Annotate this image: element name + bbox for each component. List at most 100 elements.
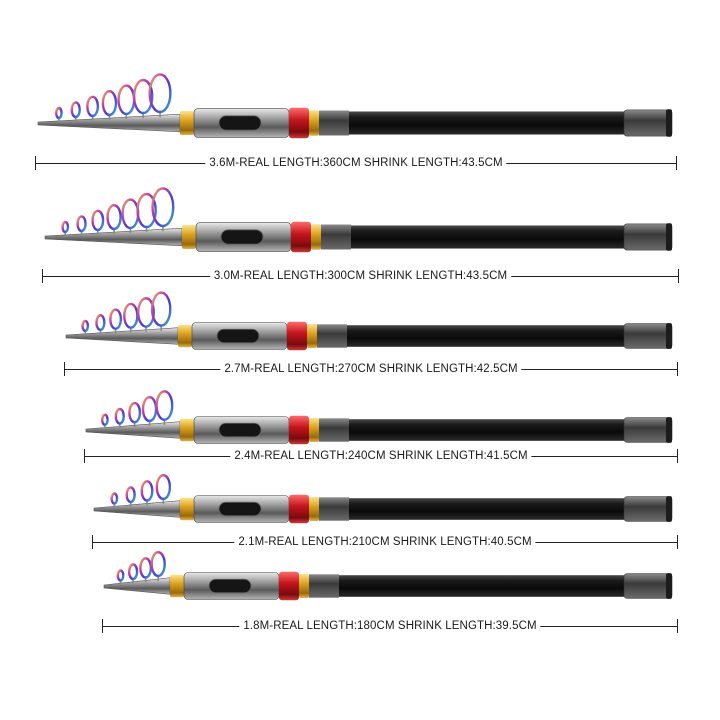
- line-guide-ring: [136, 297, 156, 328]
- fishing-rod-2-1m: [93, 473, 673, 524]
- rod-row-3-0m: 3.0M-REAL LENGTH:300CM SHRINK LENGTH:43.…: [0, 175, 720, 285]
- length-measure-line: 3.6M-REAL LENGTH:360CM SHRINK LENGTH:43.…: [35, 155, 677, 171]
- line-guide-ring: [132, 78, 154, 115]
- rod-length-label: 3.0M-REAL LENGTH:300CM SHRINK LENGTH:43.…: [209, 268, 512, 284]
- metal-collar: [319, 497, 349, 521]
- line-guide-ring: [123, 302, 139, 329]
- line-guide-ring: [100, 413, 109, 426]
- rod-tip-sections: [93, 500, 181, 518]
- measure-tick-left: [42, 269, 43, 283]
- measure-tick-left: [64, 362, 65, 376]
- metal-collar: [319, 418, 349, 442]
- metal-collar: [317, 324, 347, 348]
- line-guide-ring: [61, 220, 70, 234]
- line-guide-ring: [86, 95, 100, 118]
- butt-cap: [623, 573, 673, 599]
- rod-row-2-4m: 2.4M-REAL LENGTH:240CM SHRINK LENGTH:41.…: [0, 370, 720, 470]
- red-lock-nut: [289, 494, 309, 524]
- measure-tick-right: [677, 449, 678, 463]
- gold-ring: [182, 225, 196, 249]
- line-guide-ring: [141, 395, 158, 423]
- red-lock-nut: [279, 571, 299, 601]
- butt-cap: [623, 417, 673, 443]
- rod-row-2-7m: 2.7M-REAL LENGTH:270CM SHRINK LENGTH:42.…: [0, 280, 720, 380]
- length-measure-line: 2.1M-REAL LENGTH:210CM SHRINK LENGTH:40.…: [92, 534, 678, 550]
- carbon-blank: [339, 575, 624, 597]
- length-measure-line: 2.4M-REAL LENGTH:240CM SHRINK LENGTH:41.…: [84, 448, 678, 464]
- gold-ring: [309, 418, 319, 442]
- carbon-blank: [351, 225, 624, 249]
- reel-seat-window: [220, 229, 264, 245]
- line-guide-ring: [150, 291, 172, 327]
- red-lock-nut: [289, 107, 309, 139]
- measure-tick-left: [84, 449, 85, 463]
- butt-cap-end: [666, 323, 672, 349]
- rod-row-1-8m: 1.8M-REAL LENGTH:180CM SHRINK LENGTH:39.…: [0, 540, 720, 640]
- carbon-blank: [349, 498, 624, 520]
- butt-cap: [623, 323, 673, 349]
- line-guide-ring: [106, 203, 122, 231]
- rod-length-label: 1.8M-REAL LENGTH:180CM SHRINK LENGTH:39.…: [239, 618, 541, 634]
- line-guide-ring: [114, 407, 125, 425]
- carbon-blank: [349, 419, 624, 441]
- fishing-rod-1-8m: [103, 551, 673, 601]
- reel-seat-window: [218, 501, 262, 517]
- rod-tip-sections: [103, 577, 171, 595]
- carbon-blank: [347, 325, 624, 347]
- fishing-rod-3-0m: [44, 187, 673, 253]
- measure-tick-right: [677, 535, 678, 549]
- metal-collar: [321, 224, 351, 250]
- line-guide-ring: [116, 569, 125, 582]
- line-guide-ring: [91, 209, 105, 232]
- metal-collar: [309, 574, 339, 598]
- line-guide-ring: [128, 401, 142, 424]
- line-guide-ring: [70, 101, 81, 119]
- rod-row-3-6m: 3.6M-REAL LENGTH:360CM SHRINK LENGTH:43.…: [0, 55, 720, 175]
- carbon-blank: [349, 111, 624, 135]
- line-guide-ring: [109, 308, 123, 330]
- rod-length-label: 2.1M-REAL LENGTH:210CM SHRINK LENGTH:40.…: [234, 534, 536, 550]
- butt-cap: [623, 223, 673, 251]
- gold-ring: [170, 574, 184, 598]
- line-guide-ring: [101, 89, 118, 117]
- red-lock-nut: [291, 221, 311, 253]
- measure-tick-left: [102, 619, 103, 633]
- rod-length-label: 2.7M-REAL LENGTH:270CM SHRINK LENGTH:42.…: [220, 361, 522, 377]
- line-guide-ring: [81, 319, 90, 333]
- red-lock-nut: [287, 321, 307, 351]
- metal-collar: [319, 110, 349, 136]
- line-guide-ring: [125, 486, 136, 504]
- length-measure-line: 1.8M-REAL LENGTH:180CM SHRINK LENGTH:39.…: [102, 618, 678, 634]
- line-guide-ring: [148, 73, 172, 114]
- line-guide-ring: [140, 480, 154, 502]
- butt-cap: [623, 496, 673, 522]
- line-guide-ring: [110, 492, 119, 505]
- length-measure-line: 3.0M-REAL LENGTH:300CM SHRINK LENGTH:43.…: [42, 268, 679, 284]
- butt-cap-end: [666, 109, 672, 137]
- butt-cap-end: [666, 417, 672, 443]
- line-guide-ring: [76, 215, 87, 233]
- line-guide-ring: [150, 551, 166, 578]
- gold-ring: [299, 574, 309, 598]
- measure-tick-left: [92, 535, 93, 549]
- reel-seat-window: [208, 578, 252, 594]
- line-guide-ring: [121, 198, 140, 230]
- measure-tick-right: [678, 269, 679, 283]
- red-lock-nut: [289, 415, 309, 445]
- gold-ring: [178, 324, 192, 348]
- fishing-rod-3-6m: [37, 73, 673, 139]
- line-guide-ring: [155, 473, 172, 501]
- butt-cap-end: [666, 496, 672, 522]
- measure-tick-right: [676, 156, 677, 170]
- rod-length-label: 3.6M-REAL LENGTH:360CM SHRINK LENGTH:43.…: [205, 155, 507, 171]
- rod-row-2-1m: 2.1M-REAL LENGTH:210CM SHRINK LENGTH:40.…: [0, 455, 720, 555]
- gold-ring: [311, 224, 321, 250]
- line-guide-ring: [127, 563, 139, 581]
- fishing-rod-2-4m: [85, 390, 673, 445]
- line-guide-ring: [136, 192, 157, 229]
- measure-tick-right: [677, 362, 678, 376]
- gold-ring: [180, 418, 194, 442]
- butt-cap-end: [666, 573, 672, 599]
- measure-tick-left: [35, 156, 36, 170]
